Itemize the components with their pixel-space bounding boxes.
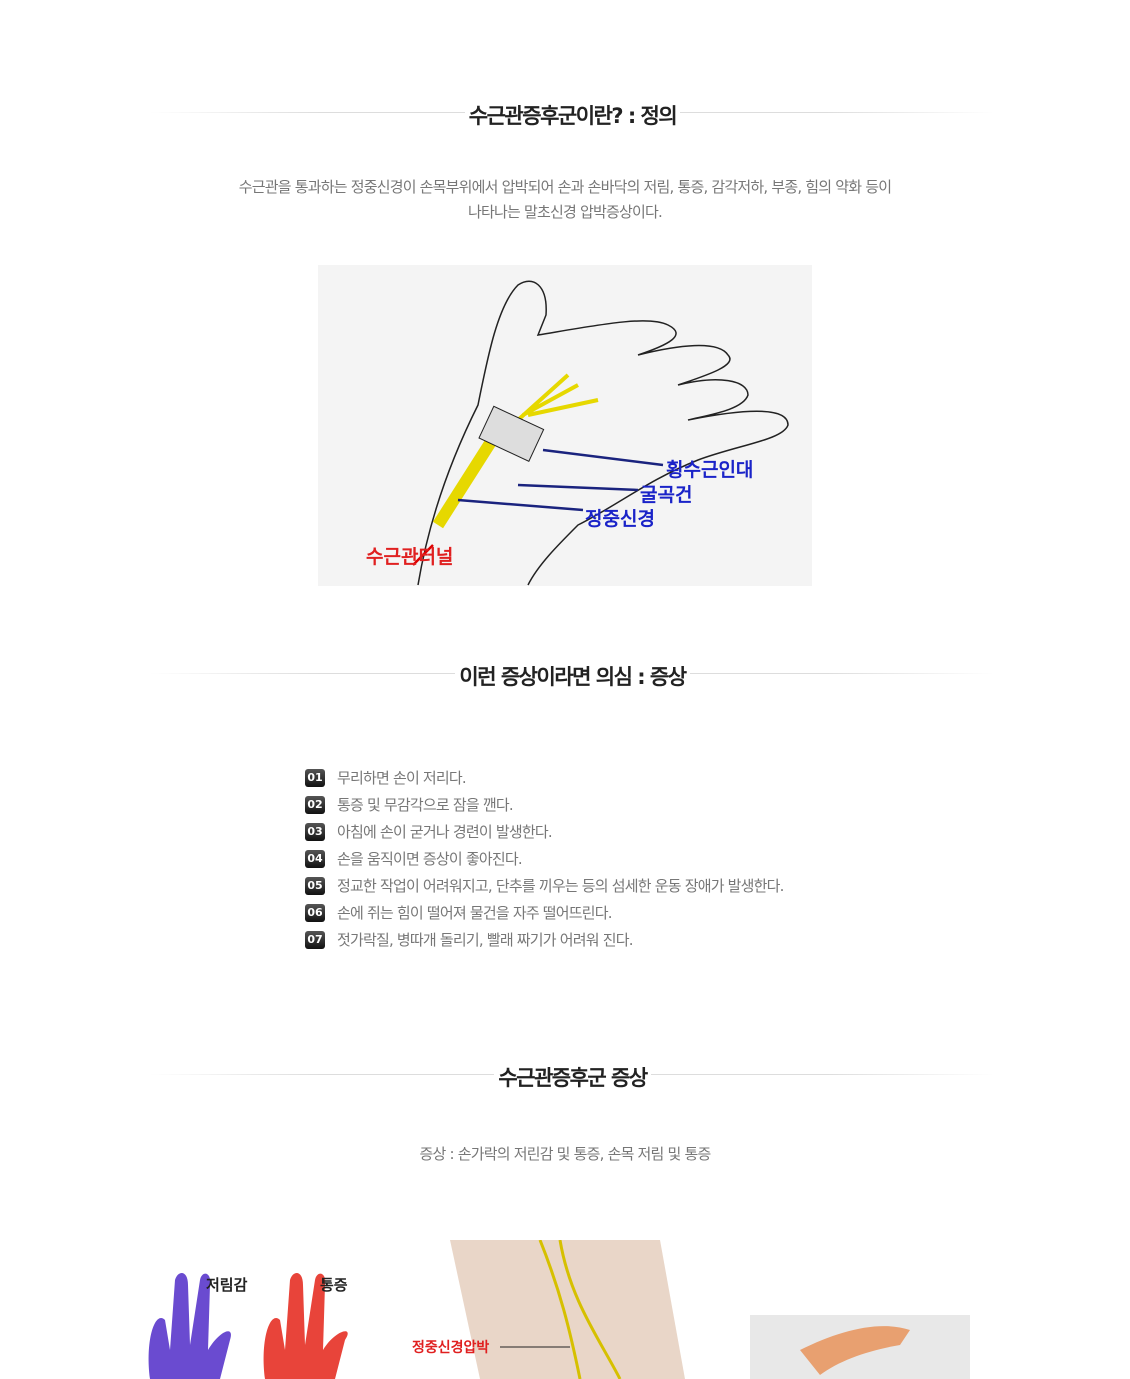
list-item: 03 아침에 손이 굳거나 경련이 발생한다. xyxy=(305,818,784,845)
section-title: 이런 증상이라면 의심 : 증상 xyxy=(455,665,690,689)
label-tunnel: 수근관터널 xyxy=(366,546,453,568)
label-compression: 정중신경압박 xyxy=(412,1339,489,1356)
number-badge: 03 xyxy=(305,822,325,841)
hand-illustration: 횡수근인대 굴곡건 정중신경 수근관터널 xyxy=(366,280,789,586)
number-badge: 07 xyxy=(305,930,325,949)
item-text: 젓가락질, 병따개 돌리기, 빨래 짜기가 어려워 진다. xyxy=(337,931,634,949)
pain-hand-icon xyxy=(263,1273,348,1379)
item-text: 손에 쥐는 힘이 떨어져 물건을 자주 떨어뜨린다. xyxy=(337,904,613,922)
list-item: 02 통증 및 무감각으로 잠을 깬다. xyxy=(305,791,784,818)
numb-hand-icon xyxy=(148,1273,231,1379)
list-item: 04 손을 움직이면 증상이 좋아진다. xyxy=(305,845,784,872)
label-numbness: 저림감 xyxy=(206,1276,248,1294)
section-definition-header: 수근관증후군이란? : 정의 xyxy=(150,100,995,128)
list-item: 06 손에 쥐는 힘이 떨어져 물건을 자주 떨어뜨린다. xyxy=(305,899,784,926)
list-item: 05 정교한 작업이 어려워지고, 단추를 끼우는 등의 섬세한 운동 장애가 발… xyxy=(305,872,784,899)
definition-paragraph: 수근관을 통과하는 정중신경이 손목부위에서 압박되어 손과 손바닥의 저림, … xyxy=(150,175,980,225)
wrist-anatomy-image xyxy=(450,1240,685,1379)
list-item: 07 젓가락질, 병따개 돌리기, 빨래 짜기가 어려워 진다. xyxy=(305,926,784,953)
section-title: 수근관증후군 증상 xyxy=(494,1066,651,1090)
number-badge: 05 xyxy=(305,876,325,895)
section-symptoms-header: 이런 증상이라면 의심 : 증상 xyxy=(150,661,995,689)
paragraph-line: 나타나는 말초신경 압박증상이다. xyxy=(468,203,663,221)
item-text: 정교한 작업이 어려워지고, 단추를 끼우는 등의 섬세한 운동 장애가 발생한… xyxy=(337,877,784,895)
section-carpal-symptoms-header: 수근관증후군 증상 xyxy=(150,1062,995,1090)
number-badge: 02 xyxy=(305,795,325,814)
item-text: 통증 및 무감각으로 잠을 깬다. xyxy=(337,796,514,814)
item-text: 아침에 손이 굳거나 경련이 발생한다. xyxy=(337,823,553,841)
item-text: 손을 움직이면 증상이 좋아진다. xyxy=(337,850,523,868)
label-pain: 통증 xyxy=(320,1276,348,1294)
symptom-images: 저림감 통증 정중신경압박 xyxy=(148,1240,970,1379)
label-tendon: 굴곡건 xyxy=(640,484,692,506)
item-text: 무리하면 손이 저리다. xyxy=(337,769,467,787)
list-item: 01 무리하면 손이 저리다. xyxy=(305,764,784,791)
number-badge: 06 xyxy=(305,903,325,922)
symptom-list: 01 무리하면 손이 저리다. 02 통증 및 무감각으로 잠을 깬다. 03 아침에… xyxy=(305,764,784,953)
label-nerve: 정중신경 xyxy=(585,508,655,530)
number-badge: 01 xyxy=(305,768,325,787)
number-badge: 04 xyxy=(305,849,325,868)
carpal-tunnel-diagram: 횡수근인대 굴곡건 정중신경 수근관터널 xyxy=(318,265,812,586)
label-ligament: 횡수근인대 xyxy=(666,459,753,481)
symptoms-subtitle: 증상 : 손가락의 저린감 및 통증, 손목 저림 및 통증 xyxy=(419,1145,712,1163)
paragraph-line: 수근관을 통과하는 정중신경이 손목부위에서 압박되어 손과 손바닥의 저림, … xyxy=(238,178,892,196)
section-title: 수근관증후군이란? : 정의 xyxy=(464,104,681,128)
